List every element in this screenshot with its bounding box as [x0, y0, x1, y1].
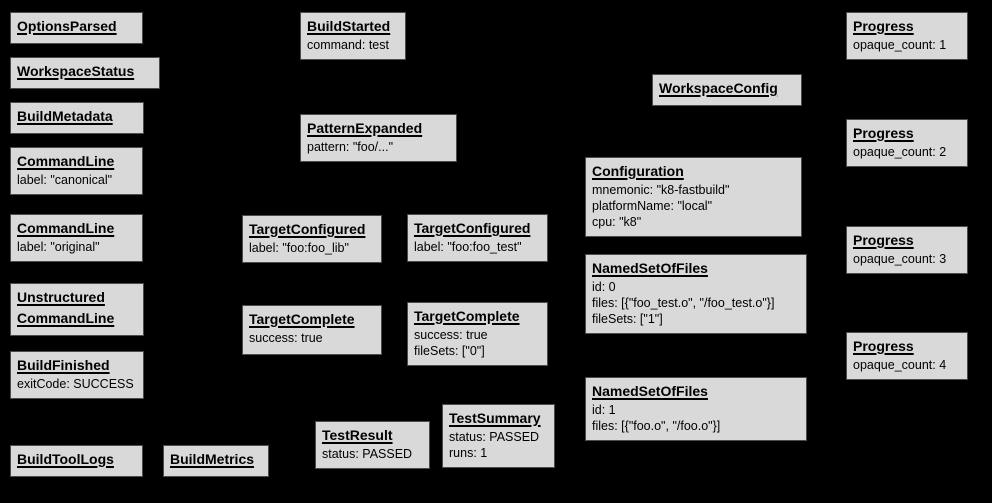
- node-attribute: success: true: [249, 331, 323, 345]
- node-attribute: platformName: "local": [592, 199, 713, 213]
- node-attribute: exitCode: SUCCESS: [17, 377, 134, 391]
- node-test-summary: TestSummary status: PASSED runs: 1: [442, 404, 555, 468]
- node-command-line-original: CommandLine label: "original": [10, 214, 143, 262]
- node-title: BuildStarted: [307, 18, 391, 34]
- node-attribute: opaque_count: 1: [853, 38, 947, 52]
- node-attribute: cpu: "k8": [592, 215, 642, 229]
- node-title: WorkspaceStatus: [17, 63, 135, 79]
- node-title: TargetComplete: [414, 308, 520, 324]
- node-attribute: id: 1: [592, 403, 616, 417]
- node-title: TestSummary: [449, 410, 541, 426]
- node-title: BuildToolLogs: [17, 451, 114, 467]
- node-attribute: id: 0: [592, 280, 616, 294]
- node-attribute: label: "original": [17, 240, 100, 254]
- node-title: TargetConfigured: [414, 220, 531, 236]
- node-target-configured-foo-lib: TargetConfigured label: "foo:foo_lib": [242, 215, 382, 263]
- node-title: CommandLine: [17, 220, 115, 236]
- node-attribute: mnemonic: "k8-fastbuild": [592, 183, 730, 197]
- node-named-set-of-files-1: NamedSetOfFiles id: 1 files: [{"foo.o", …: [585, 377, 807, 441]
- node-title: WorkspaceConfig: [659, 80, 778, 96]
- node-configuration: Configuration mnemonic: "k8-fastbuild" p…: [585, 157, 802, 237]
- node-title: OptionsParsed: [17, 18, 117, 34]
- node-build-tool-logs: BuildToolLogs: [10, 445, 143, 477]
- node-progress-3: Progress opaque_count: 3: [846, 226, 968, 274]
- node-attribute: runs: 1: [449, 446, 488, 460]
- node-attribute: label: "foo:foo_lib": [249, 241, 349, 255]
- node-attribute: label: "canonical": [17, 173, 113, 187]
- node-progress-2: Progress opaque_count: 2: [846, 119, 968, 167]
- node-attribute: success: true: [414, 328, 488, 342]
- node-attribute: status: PASSED: [322, 447, 413, 461]
- node-title: NamedSetOfFiles: [592, 383, 708, 399]
- node-title: TargetConfigured: [249, 221, 366, 237]
- node-target-complete-foo-test: TargetComplete success: true fileSets: […: [407, 302, 548, 366]
- node-title: BuildMetadata: [17, 108, 113, 124]
- node-attribute: pattern: "foo/...": [307, 140, 394, 154]
- node-title: Progress: [853, 18, 914, 34]
- node-progress-1: Progress opaque_count: 1: [846, 12, 968, 60]
- node-build-started: BuildStarted command: test: [300, 12, 406, 60]
- node-progress-4: Progress opaque_count: 4: [846, 332, 968, 380]
- node-target-complete-foo-lib: TargetComplete success: true: [242, 305, 382, 355]
- node-test-result: TestResult status: PASSED: [315, 421, 430, 469]
- node-title: Progress: [853, 338, 914, 354]
- node-workspace-config: WorkspaceConfig: [652, 74, 802, 106]
- node-title: Configuration: [592, 163, 684, 179]
- node-unstructured-command-line: Unstructured CommandLine: [10, 283, 144, 336]
- node-attribute: opaque_count: 3: [853, 252, 947, 266]
- node-attribute: files: [{"foo_test.o", "/foo_test.o"}]: [592, 296, 775, 310]
- node-title: TestResult: [322, 427, 393, 443]
- node-attribute: label: "foo:foo_test": [414, 240, 522, 254]
- node-title: Progress: [853, 125, 914, 141]
- node-build-metadata: BuildMetadata: [10, 102, 144, 134]
- node-attribute: fileSets: ["1"]: [592, 312, 663, 326]
- node-pattern-expanded: PatternExpanded pattern: "foo/...": [300, 114, 457, 162]
- node-title: BuildFinished: [17, 357, 110, 373]
- node-title: BuildMetrics: [170, 451, 255, 467]
- node-workspace-status: WorkspaceStatus: [10, 57, 160, 89]
- node-title: NamedSetOfFiles: [592, 260, 708, 276]
- node-command-line-canonical: CommandLine label: "canonical": [10, 147, 143, 195]
- node-title: CommandLine: [17, 153, 115, 169]
- node-title: Unstructured CommandLine: [17, 289, 115, 326]
- node-attribute: status: PASSED: [449, 430, 540, 444]
- node-attribute: fileSets: ["0"]: [414, 344, 485, 358]
- node-options-parsed: OptionsParsed: [10, 12, 143, 44]
- node-title: PatternExpanded: [307, 120, 423, 136]
- node-title: Progress: [853, 232, 914, 248]
- node-build-finished: BuildFinished exitCode: SUCCESS: [10, 351, 144, 399]
- node-attribute: opaque_count: 4: [853, 358, 947, 372]
- node-attribute: opaque_count: 2: [853, 145, 947, 159]
- node-named-set-of-files-0: NamedSetOfFiles id: 0 files: [{"foo_test…: [585, 254, 807, 334]
- node-target-configured-foo-test: TargetConfigured label: "foo:foo_test": [407, 214, 548, 262]
- node-attribute: command: test: [307, 38, 389, 52]
- node-attribute: files: [{"foo.o", "/foo.o"}]: [592, 419, 721, 433]
- node-title: TargetComplete: [249, 311, 355, 327]
- node-build-metrics: BuildMetrics: [163, 445, 269, 477]
